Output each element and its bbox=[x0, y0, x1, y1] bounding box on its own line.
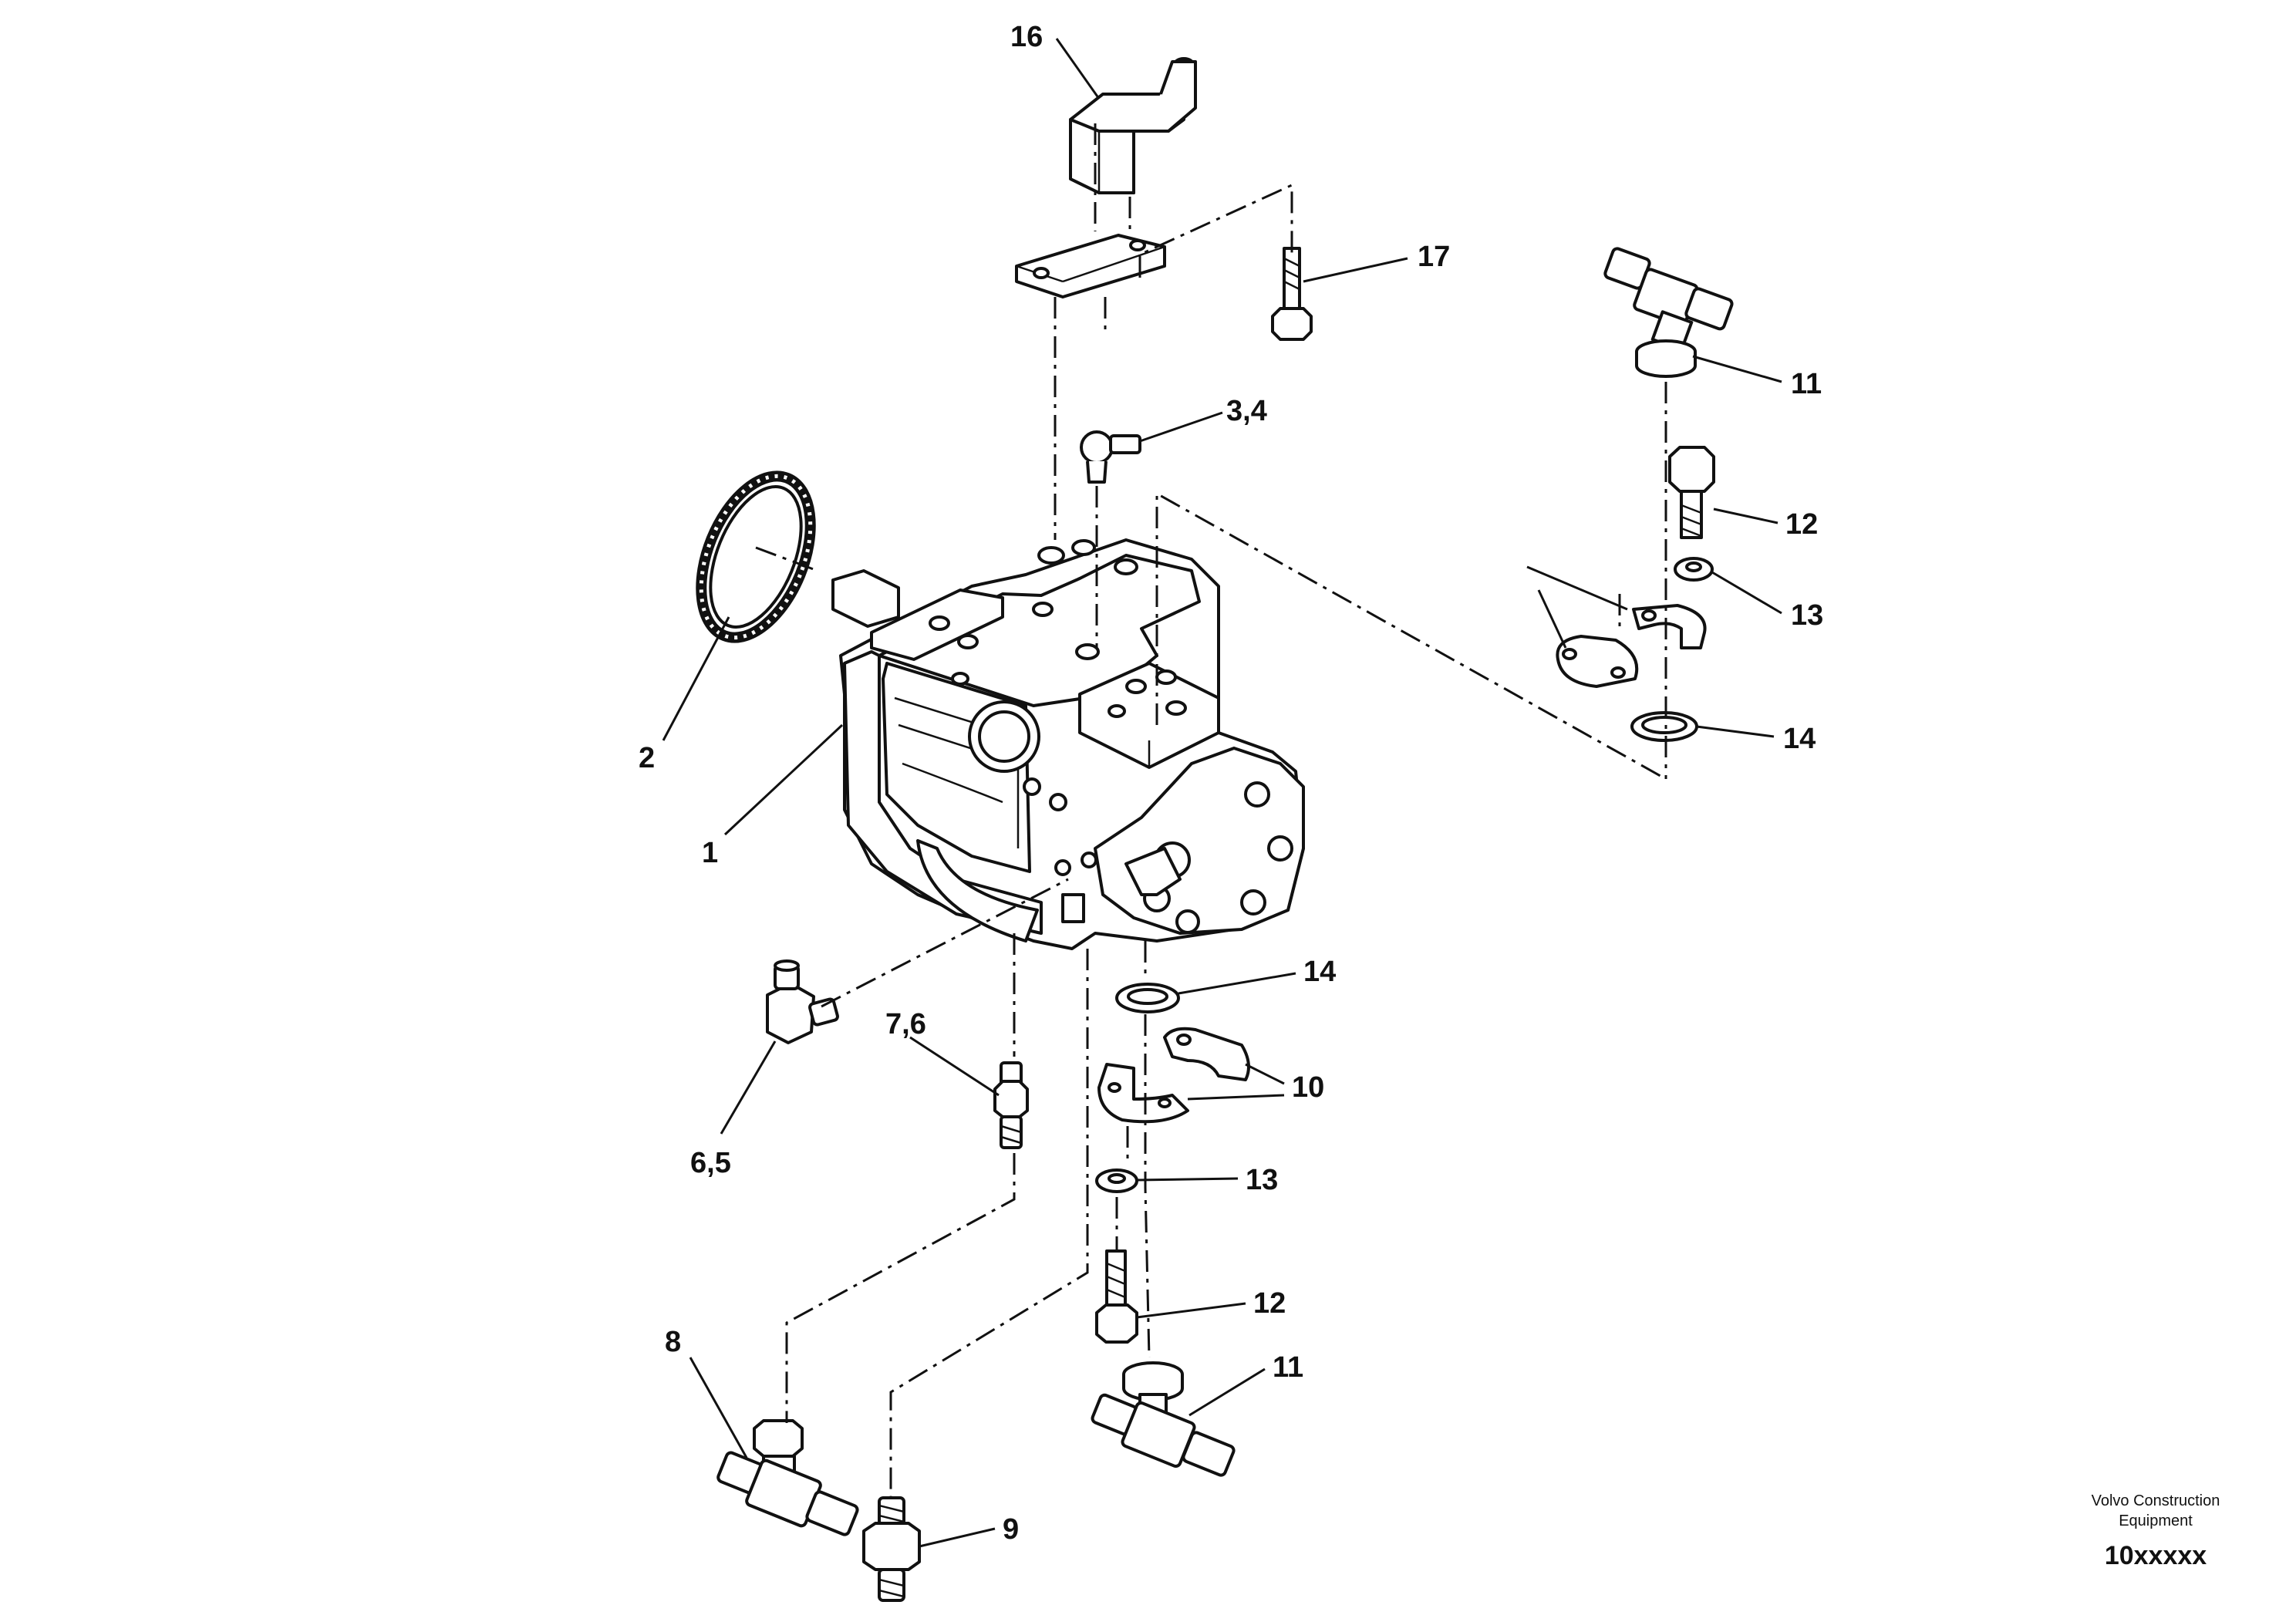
label-13-right: 13 bbox=[1791, 599, 1823, 632]
part-10-clamps-lower bbox=[1097, 1027, 1250, 1124]
label-2: 2 bbox=[639, 742, 655, 774]
part-17-bolt bbox=[1271, 247, 1313, 341]
part-12-bolt-lower bbox=[1095, 1249, 1138, 1344]
part-16-bracket bbox=[1015, 57, 1197, 298]
footer-brand: Volvo Construction Equipment 10xxxxx bbox=[2092, 1492, 2220, 1570]
label-12-right: 12 bbox=[1785, 508, 1818, 541]
label-13-lower: 13 bbox=[1246, 1164, 1278, 1196]
label-8: 8 bbox=[665, 1326, 681, 1358]
label-16: 16 bbox=[1010, 21, 1043, 53]
label-14-lower: 14 bbox=[1303, 956, 1336, 988]
label-17: 17 bbox=[1418, 241, 1450, 273]
brand-line-1: Volvo Construction bbox=[2092, 1492, 2220, 1509]
brand-line-2: Equipment bbox=[2119, 1512, 2193, 1529]
part-8-tee bbox=[716, 1419, 859, 1536]
drawing-code: 10xxxxx bbox=[2105, 1541, 2207, 1570]
label-10: 10 bbox=[1292, 1071, 1324, 1104]
label-7-6: 7,6 bbox=[885, 1008, 926, 1040]
part-2-seal-ring bbox=[696, 470, 816, 643]
part-13-washer-right bbox=[1674, 557, 1714, 582]
part-14-oring-lower bbox=[1115, 983, 1180, 1013]
part-13-washer-lower bbox=[1095, 1168, 1138, 1193]
label-11-top: 11 bbox=[1791, 368, 1822, 400]
part-10-clamps-right bbox=[1556, 604, 1707, 688]
part-7-6-nipple bbox=[993, 1061, 1029, 1149]
housing-bolts bbox=[929, 539, 1187, 718]
callout-labels: 16 17 3,4 11 12 13 14 2 1 14 7,6 10 6,5 … bbox=[639, 21, 1823, 1546]
part-6-5-elbow bbox=[766, 959, 839, 1044]
label-14-right: 14 bbox=[1783, 723, 1816, 755]
label-1: 1 bbox=[702, 837, 718, 869]
label-9: 9 bbox=[1003, 1513, 1019, 1546]
part-1-pump-housing bbox=[831, 538, 1305, 950]
assembly-lines bbox=[755, 123, 1667, 1496]
leader-lines bbox=[662, 38, 1782, 1548]
label-11-lower: 11 bbox=[1273, 1351, 1303, 1384]
label-12-lower: 12 bbox=[1253, 1287, 1286, 1320]
part-12-bolt-right bbox=[1668, 446, 1715, 539]
part-14-oring-right bbox=[1630, 711, 1698, 742]
part-3-4-fitting bbox=[1080, 430, 1141, 484]
label-6-5: 6,5 bbox=[690, 1147, 731, 1179]
part-9-adapter bbox=[862, 1496, 921, 1602]
label-3-4: 3,4 bbox=[1226, 395, 1267, 427]
part-11-tee-top bbox=[1603, 247, 1734, 378]
part-11-tee-lower bbox=[1091, 1361, 1236, 1477]
